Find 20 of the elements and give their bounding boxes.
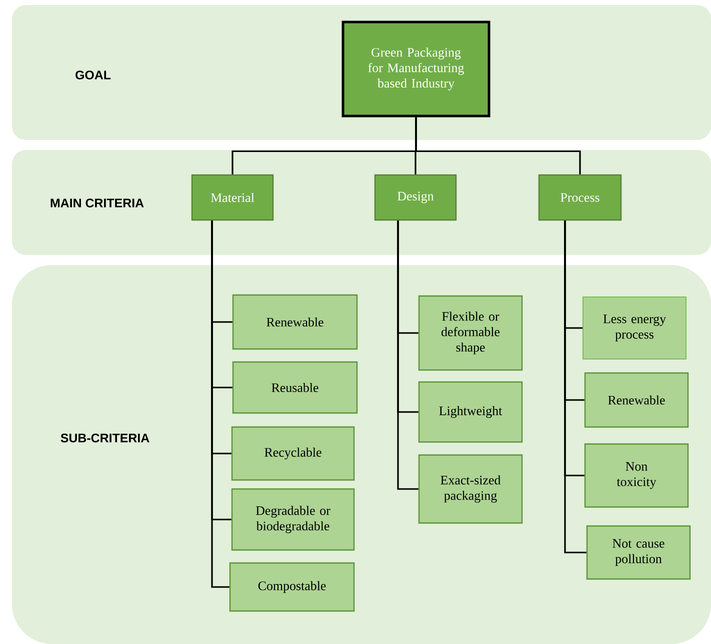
goal-box: Green Packaging for Manufacturing based Industry — [342, 20, 490, 118]
criterion-box: Material — [191, 174, 274, 221]
sub-criterion-box: Degradable or biodegradable — [231, 488, 355, 551]
sub-criterion-box: Renewable — [232, 294, 358, 350]
sub-criterion-box: Reusable — [232, 361, 358, 414]
sub-criterion-box: Recyclable — [231, 426, 355, 481]
sub-criterion-box: Flexible or deformable shape — [418, 295, 523, 371]
criterion-box: Process — [538, 174, 622, 221]
sub-criterion-box: Lightweight — [418, 381, 523, 443]
sub-criterion-box: Not cause pollution — [586, 525, 691, 580]
connector-line — [564, 220, 586, 554]
sub-criterion-box: Renewable — [584, 372, 689, 428]
connector-line — [211, 220, 230, 588]
criterion-box: Design — [374, 174, 457, 221]
connector-line — [415, 117, 581, 174]
sub-criterion-box: Non toxicity — [584, 443, 689, 508]
sub-criterion-box: Compostable — [229, 562, 355, 612]
sub-criterion-box: Less energy process — [582, 296, 686, 360]
connector-line — [397, 220, 418, 490]
sub-criterion-box: Exact-sized packaging — [418, 454, 523, 524]
